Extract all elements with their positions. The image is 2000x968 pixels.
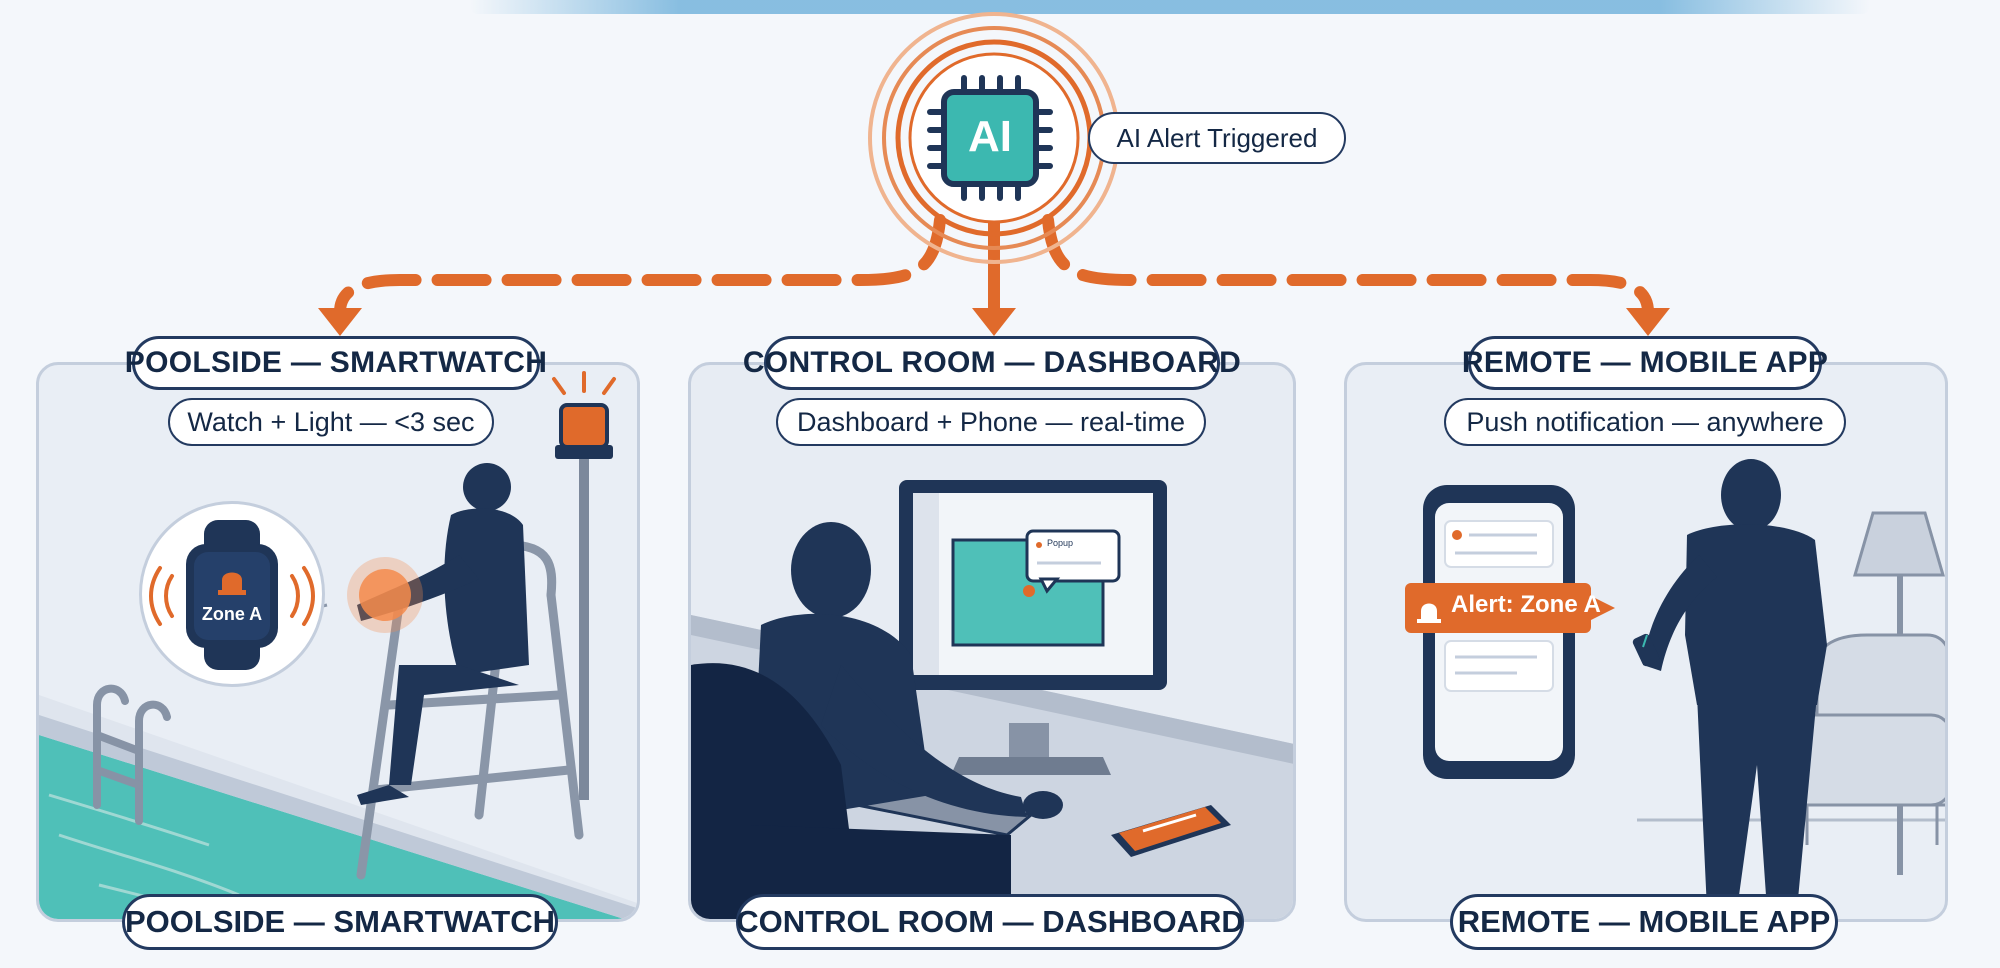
ai-alert-triggered-badge: AI Alert Triggered: [1088, 112, 1346, 164]
control-room-title: CONTROL ROOM — DASHBOARD: [743, 336, 1241, 390]
arrowhead-right: [1626, 308, 1670, 336]
ai-chip-label: AI: [968, 112, 1012, 161]
headline-strip: [470, 0, 1870, 14]
panel-poolside: Zone A: [36, 362, 640, 922]
remote-title: REMOTE — MOBILE APP: [1462, 336, 1828, 390]
arrowhead-left: [318, 308, 362, 336]
control-room-bottom-label: CONTROL ROOM — DASHBOARD: [736, 894, 1244, 950]
popup-text: Popup: [1047, 538, 1074, 548]
smartwatch-callout: Zone A: [139, 501, 325, 687]
connector-to-poolside: [334, 214, 946, 318]
panel-remote: Alert: Zone A: [1344, 362, 1948, 922]
armchair-icon: [1785, 633, 1945, 845]
remote-user-figure: [1632, 459, 1827, 910]
phone-icon: [1111, 805, 1231, 857]
poolside-scene: [39, 371, 637, 919]
poolside-subtitle: Watch + Light — <3 sec: [168, 398, 494, 446]
arrowhead-middle: [972, 308, 1016, 336]
bell-icon: [1417, 603, 1441, 623]
smartwatch-icon: [186, 520, 278, 670]
connector-to-remote: [1042, 214, 1654, 318]
watch-zone-text: Zone A: [201, 604, 263, 624]
alert-tag: [1405, 583, 1615, 633]
control-room-subtitle: Dashboard + Phone — real-time: [776, 398, 1206, 446]
control-room-scene: [691, 480, 1293, 919]
lifeguard-figure: [357, 463, 529, 805]
poolside-title: POOLSIDE — SMARTWATCH: [125, 336, 547, 390]
remote-bottom-label: REMOTE — MOBILE APP: [1450, 894, 1838, 950]
remote-scene: [1405, 459, 1945, 910]
alert-zone-text: Alert: Zone A: [1451, 591, 1601, 618]
warning-beacon-icon: [552, 371, 616, 800]
popup-bubble: [1025, 529, 1121, 594]
panel-control-room: Popup: [688, 362, 1296, 922]
ai-chip-icon: AI: [924, 72, 1056, 204]
remote-subtitle: Push notification — anywhere: [1444, 398, 1846, 446]
pool-ladder-icon: [93, 684, 171, 825]
poolside-bottom-label: POOLSIDE — SMARTWATCH: [122, 894, 558, 950]
